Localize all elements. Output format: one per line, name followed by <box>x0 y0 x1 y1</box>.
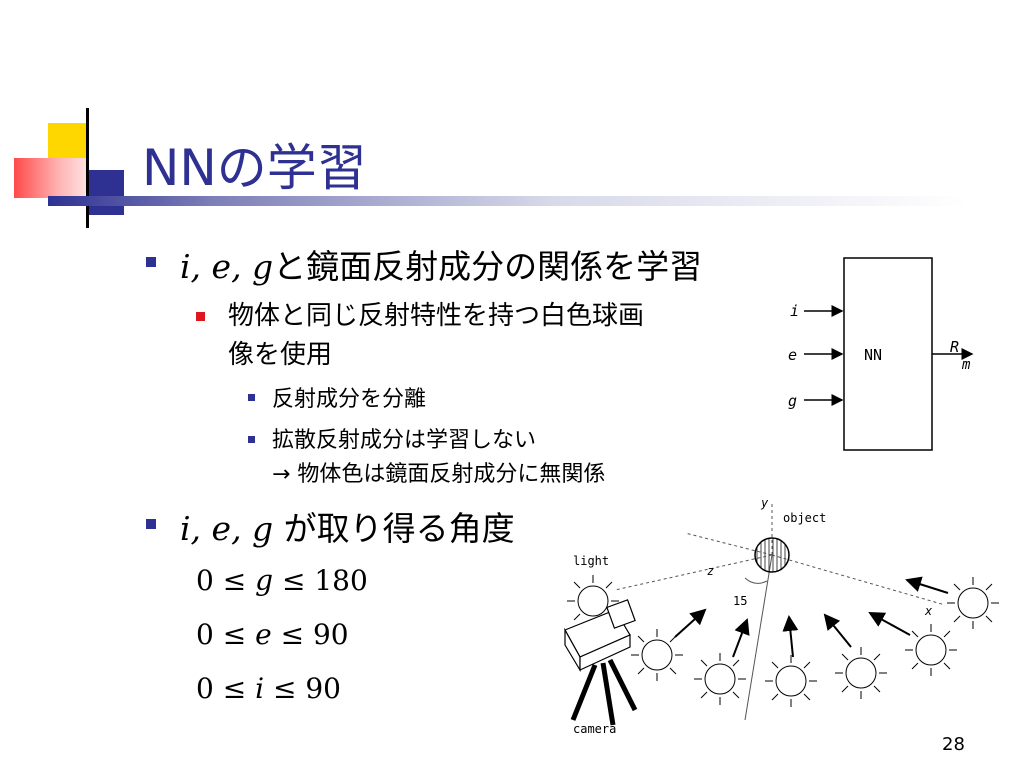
bullet-2-variables: i, e, g <box>180 509 274 548</box>
sub-sub-bullet-2: 拡散反射成分は学習しない <box>272 428 537 453</box>
corner-decoration <box>0 108 140 228</box>
camera-icon <box>564 599 638 726</box>
light-source-icon <box>947 577 999 629</box>
light-source-icon <box>567 575 619 627</box>
bullet-2-text: が取り得る角度 <box>273 509 515 548</box>
page-number: 28 <box>942 734 965 755</box>
nn-output-sub: m <box>961 357 971 373</box>
sub-bullet-marker <box>196 312 205 321</box>
bullet-1: i, e, gと鏡面反射成分の関係を学習 <box>180 240 702 288</box>
bullet-marker <box>146 257 156 267</box>
title-underline <box>48 196 968 206</box>
camera-label: camera <box>573 722 616 736</box>
nn-box-label: NN <box>864 346 882 364</box>
angle-label: 15 <box>733 594 747 608</box>
sub-bullet-1-line1: 物体と同じ反射特性を持つ白色球画 <box>228 301 645 331</box>
bullet-1-variables: i, e, g <box>180 247 274 286</box>
light-source-icon <box>905 624 957 676</box>
light-source-icon <box>631 629 683 681</box>
light-source-icon <box>765 655 817 707</box>
bullet-2: i, e, g が取り得る角度 <box>180 502 515 550</box>
light-source-icon <box>835 647 887 699</box>
slide-title: NNの学習 <box>142 139 367 197</box>
axis-x-label: x <box>924 604 933 618</box>
sub-sub-bullet-2-continuation: → 物体色は鏡面反射成分に無関係 <box>272 462 606 487</box>
sub-sub-bullet-marker <box>248 436 255 443</box>
light-label: light <box>573 554 609 568</box>
light-source-icon <box>694 653 746 705</box>
nn-input-e: e <box>788 346 797 364</box>
sub-sub-bullet-marker <box>248 394 255 401</box>
bullet-marker <box>146 519 156 529</box>
nn-input-i: i <box>790 302 799 320</box>
range-g: 0 ≤ g ≤ 180 <box>196 564 368 597</box>
bullet-1-text: と鏡面反射成分の関係を学習 <box>273 247 703 286</box>
range-e: 0 ≤ e ≤ 90 <box>196 618 349 651</box>
sub-bullet-1-line2: 像を使用 <box>228 340 333 370</box>
nn-input-g: g <box>788 392 797 410</box>
sub-sub-bullet-1: 反射成分を分離 <box>272 387 427 412</box>
object-sphere <box>754 537 790 573</box>
axis-y-label: y <box>760 496 769 510</box>
range-i: 0 ≤ i ≤ 90 <box>196 672 341 705</box>
axis-z-label: z <box>707 564 714 578</box>
nn-block-diagram: i e g NN R m <box>788 257 974 451</box>
nn-output-r: R <box>950 338 959 356</box>
object-label: object <box>783 511 826 525</box>
scene-diagram: y z x object light 15 camera <box>564 496 999 736</box>
